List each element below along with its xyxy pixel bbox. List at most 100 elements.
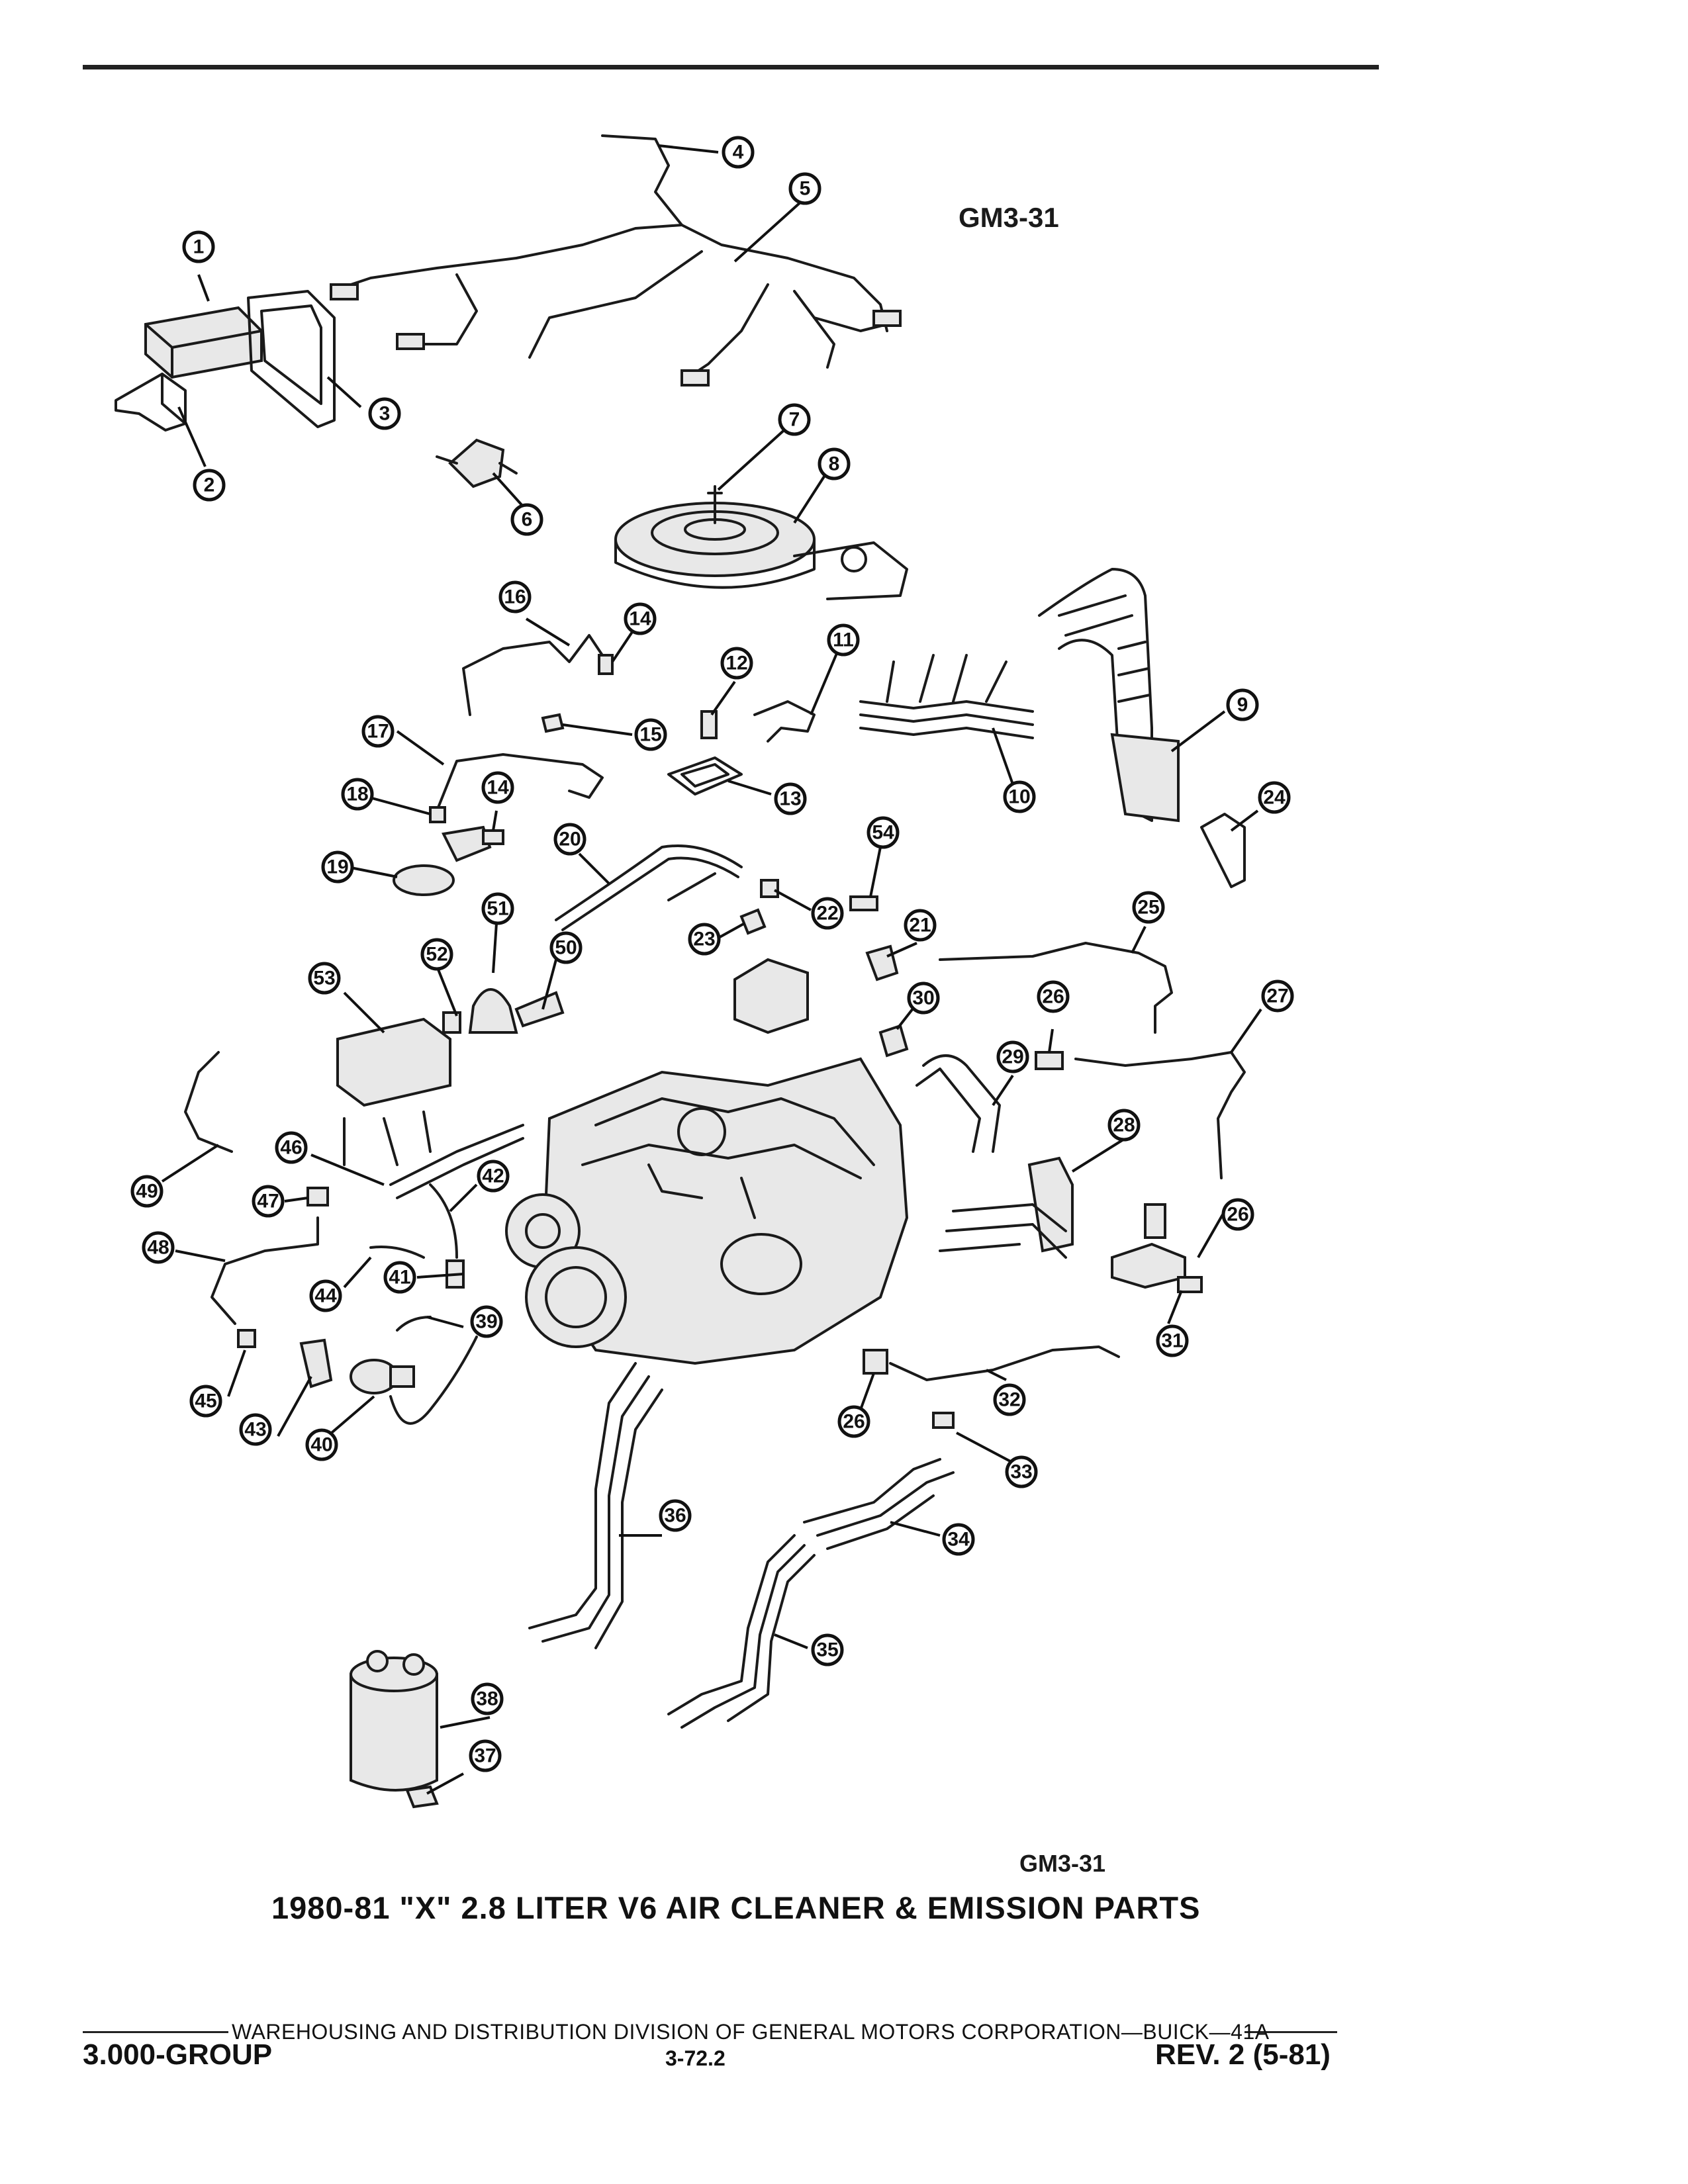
footer-revision: REV. 2 (5-81) [1155,2038,1331,2071]
figure-code-bottom: GM3-31 [1019,1850,1106,1877]
callout-53: 53 [308,962,341,995]
callout-34: 34 [942,1523,975,1556]
callout-23: 23 [688,923,721,956]
part-24-bracket [1200,813,1246,888]
callout-6-label: 6 [522,509,533,531]
callout-12-label: 12 [726,653,747,674]
callout-7: 7 [778,403,811,436]
part-30-valve [878,1024,909,1058]
callout-23-label: 23 [693,929,715,950]
callout-6: 6 [510,503,543,536]
callout-5: 5 [788,172,821,205]
callout-18-label: 18 [346,784,368,805]
callout-36-label: 36 [664,1505,686,1527]
callout-32-label: 32 [998,1389,1020,1411]
callout-26-lower: 26 [837,1405,870,1438]
callout-35: 35 [811,1633,844,1666]
callout-28: 28 [1107,1109,1141,1142]
callout-1-label: 1 [193,236,205,258]
part-23-clip [739,908,767,935]
footer-rule-right [1244,2031,1337,2033]
callout-47: 47 [252,1185,285,1218]
part-17-line [436,753,604,812]
callout-2-label: 2 [204,475,215,496]
callout-9: 9 [1226,688,1259,721]
part-47-grommet [306,1187,329,1206]
part-26-connector-upper [1035,1051,1064,1070]
callout-46: 46 [275,1131,308,1164]
part-6-valve [436,438,518,488]
part-20-hose [555,844,743,931]
callout-26-upper-label: 26 [1042,986,1064,1008]
callout-49: 49 [130,1175,164,1208]
callout-41: 41 [383,1261,416,1294]
callout-47-label: 47 [257,1191,279,1212]
callout-44: 44 [309,1279,342,1312]
callout-42: 42 [477,1160,510,1193]
part-33-sleeve [932,1412,955,1429]
callout-39: 39 [470,1305,503,1338]
part-22-fitting [760,879,779,898]
callout-14-lower-label: 14 [487,777,509,799]
part-42-hose [429,1183,458,1259]
figure-title: 1980-81 "X" 2.8 LITER V6 AIR CLEANER & E… [271,1890,1201,1925]
callout-51-label: 51 [487,898,508,920]
callout-20-label: 20 [559,829,581,850]
callout-30-label: 30 [912,987,934,1009]
part-49-sensor-lead [184,1051,233,1153]
callout-45-label: 45 [195,1390,216,1412]
callout-25-label: 25 [1137,897,1159,919]
part-48-hose [211,1216,319,1325]
part-46-pipe [389,1124,524,1199]
callout-37-label: 37 [474,1745,496,1767]
callout-11-label: 11 [833,629,854,651]
callout-3: 3 [368,397,401,430]
callout-16-label: 16 [504,586,526,608]
part-11-elbow [753,700,816,743]
callout-54: 54 [867,816,900,849]
footer-group: 3.000-GROUP [83,2038,273,2071]
part-52-plug [442,1011,461,1034]
footer-page-number: 3-72.2 [665,2046,726,2070]
callout-4-label: 4 [733,142,744,163]
callout-33: 33 [1005,1455,1038,1488]
callout-7-label: 7 [789,409,800,431]
callout-42-label: 42 [482,1165,504,1187]
callout-52: 52 [420,938,453,971]
callout-24-label: 24 [1263,787,1286,809]
callout-29-label: 29 [1002,1046,1023,1068]
part-3-frame [247,290,336,428]
callout-8: 8 [818,447,851,480]
callout-18: 18 [341,778,374,811]
callout-9-label: 9 [1237,694,1248,716]
callout-39-label: 39 [475,1311,497,1333]
callout-37: 37 [469,1739,502,1772]
callout-29: 29 [996,1040,1029,1073]
part-25-pipe [939,942,1173,1034]
part-18-fitting [429,806,446,823]
part-21-valve [865,944,899,981]
callout-53-label: 53 [313,968,335,989]
part-38-canister [350,1650,438,1792]
callout-50-label: 50 [555,937,577,959]
callout-33-label: 33 [1010,1461,1032,1483]
part-14-cap-upper [598,654,614,675]
callout-48-label: 48 [147,1237,169,1259]
callout-36: 36 [659,1499,692,1532]
part-8-air-cleaner [614,485,908,600]
callout-50: 50 [549,931,583,964]
callout-15: 15 [634,718,667,751]
callout-48: 48 [142,1231,175,1264]
callout-40-label: 40 [310,1434,332,1456]
callout-20: 20 [553,823,586,856]
callout-30: 30 [907,981,940,1015]
callout-4: 4 [722,136,755,169]
part-1-ecm [144,306,263,379]
callout-14-upper: 14 [624,602,657,635]
part-27-pipe [1074,1051,1246,1179]
part-2-bracket [115,373,187,432]
callout-26-upper: 26 [1037,980,1070,1013]
top-rule [83,65,1379,69]
